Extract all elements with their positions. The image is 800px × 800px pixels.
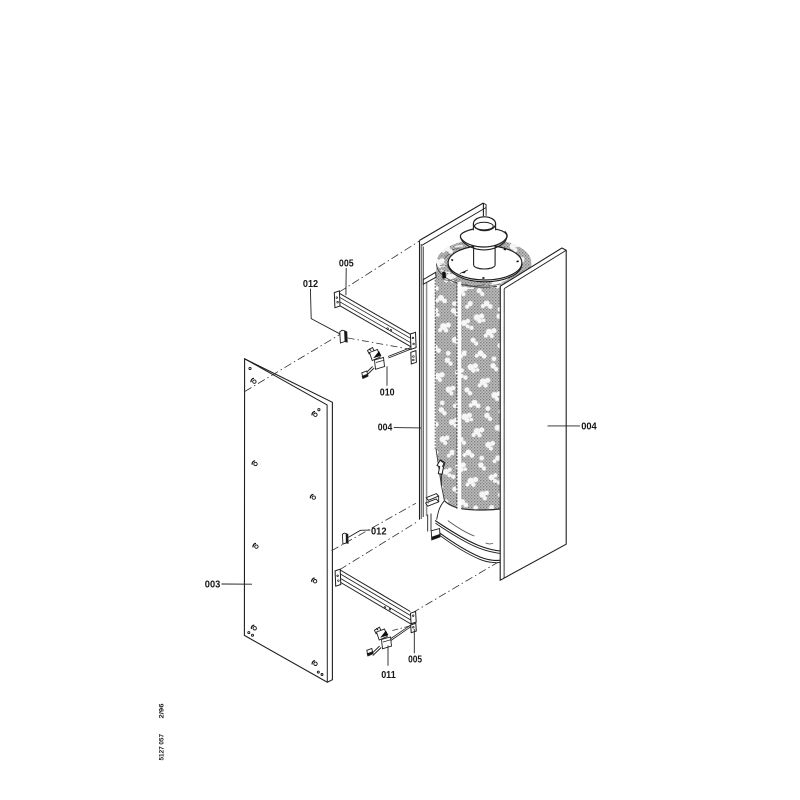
svg-text:005: 005 (339, 259, 354, 270)
svg-text:012: 012 (371, 526, 387, 537)
svg-text:004: 004 (378, 422, 393, 433)
svg-text:011: 011 (381, 670, 396, 681)
svg-text:012: 012 (303, 279, 318, 290)
svg-text:005: 005 (408, 654, 422, 665)
svg-text:004: 004 (581, 422, 597, 433)
svg-text:5127 057: 5127 057 (159, 734, 166, 761)
svg-text:003: 003 (205, 579, 221, 590)
svg-text:010: 010 (380, 387, 395, 398)
svg-text:2/96: 2/96 (159, 703, 166, 719)
